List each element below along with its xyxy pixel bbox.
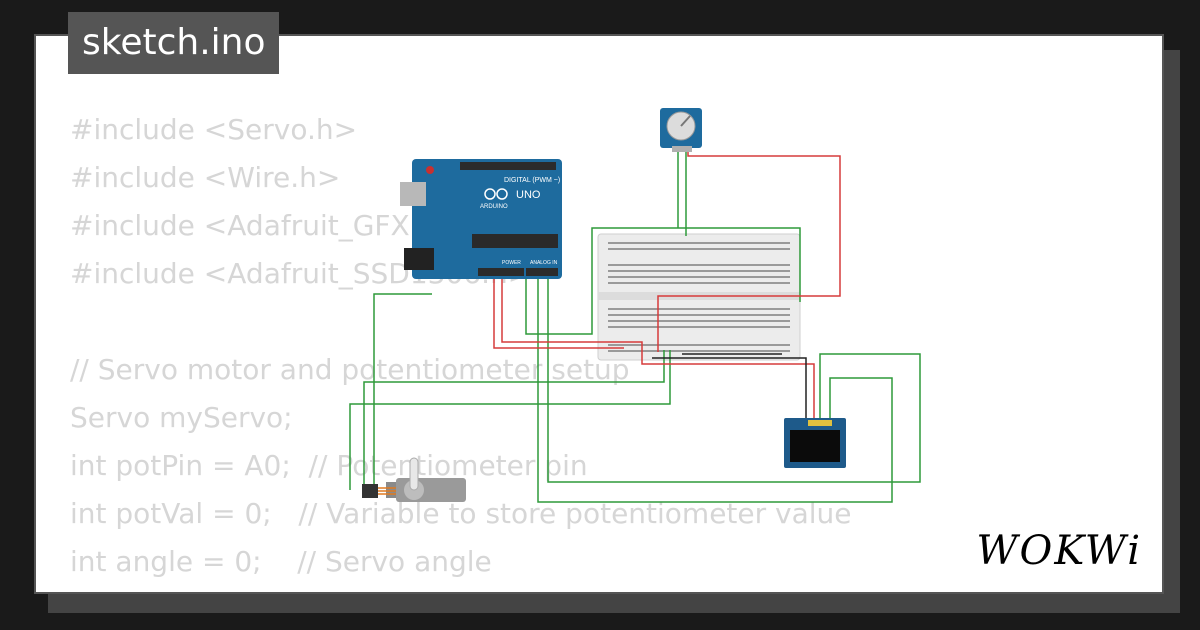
- arduino-uno-label: UNO: [516, 189, 541, 201]
- arduino-infinity-logo: [484, 188, 508, 200]
- wire-green: [363, 350, 665, 484]
- oled-display: [784, 418, 846, 468]
- wire-green: [373, 293, 432, 484]
- circuit-diagram: DIGITAL (PWM ~) UNO ARDUINO POWER ANALOG…: [349, 108, 921, 503]
- arduino-analog-label: ANALOG IN: [530, 260, 558, 266]
- arduino-power-label: POWER: [502, 260, 521, 266]
- code-line: int angle = 0; // Servo angle: [70, 545, 492, 578]
- wire-green: [525, 227, 801, 335]
- code-line: Servo myServo;: [70, 401, 293, 434]
- code-line: int potPin = A0; // Potentiometer pin: [70, 449, 588, 482]
- arduino-uno-board: DIGITAL (PWM ~) UNO ARDUINO POWER ANALOG…: [400, 159, 562, 279]
- wire-green: [547, 278, 921, 483]
- file-tab-title: sketch.ino: [68, 12, 280, 74]
- wire-black: [652, 357, 807, 422]
- wire-green: [537, 278, 893, 503]
- arduino-digital-header-label: DIGITAL (PWM ~): [504, 177, 560, 184]
- wokwi-logo: WOKWi: [976, 528, 1142, 574]
- arduino-brand-label: ARDUINO: [480, 204, 508, 210]
- wire-green: [349, 350, 671, 490]
- wire-red: [657, 150, 841, 352]
- wire-red: [501, 278, 815, 422]
- code-preview: #include <Servo.h>#include <Wire.h>#incl…: [70, 106, 852, 586]
- wire-red: [493, 278, 624, 349]
- breadboard: [597, 233, 801, 361]
- preview-card: #include <Servo.h>#include <Wire.h>#incl…: [34, 34, 1164, 594]
- code-line: // Servo motor and potentiometer setup: [70, 353, 630, 386]
- code-line: #include <Servo.h>: [70, 113, 358, 146]
- potentiometer: [660, 108, 702, 152]
- servo-motor: [362, 457, 466, 502]
- code-line: #include <Wire.h>: [70, 161, 341, 194]
